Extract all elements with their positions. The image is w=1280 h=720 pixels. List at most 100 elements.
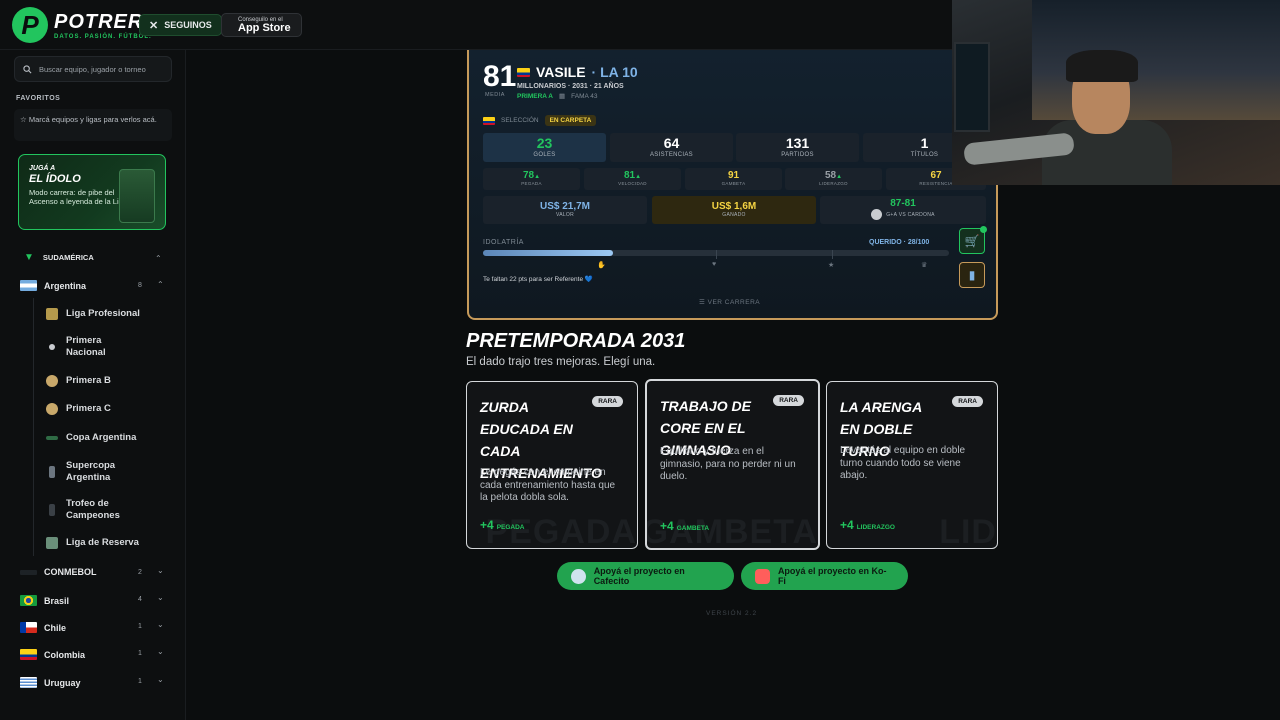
colombia-flag-icon bbox=[517, 67, 530, 77]
cart-icon: 🛒 bbox=[964, 234, 980, 248]
card-title: LA ARENGA EN DOBLE TURNO bbox=[840, 399, 922, 459]
sidebar-item-league[interactable]: Copa Argentina bbox=[46, 432, 136, 444]
brasil-flag-icon bbox=[20, 595, 37, 606]
player-card-icon bbox=[119, 169, 155, 223]
pin-icon: ▼ bbox=[24, 252, 34, 263]
selection-row: SELECCIÓN EN CARPETA bbox=[483, 115, 597, 126]
tree-line bbox=[33, 298, 34, 556]
money-value: US$ 1,6M bbox=[711, 201, 757, 212]
attr-label: RESISTENCIA bbox=[919, 181, 953, 186]
attr-value: 58 bbox=[824, 170, 837, 181]
chevron-down-icon[interactable]: ⌄ bbox=[157, 675, 164, 684]
chevron-down-icon[interactable]: ⌄ bbox=[157, 593, 164, 602]
search-box[interactable] bbox=[14, 56, 172, 82]
sidebar-item-league[interactable]: Liga Profesional bbox=[46, 308, 140, 320]
version-text: VERSIÓN 2.2 bbox=[706, 610, 758, 617]
attr-value: 67 bbox=[930, 170, 942, 181]
league-label: Liga de Reserva bbox=[66, 537, 139, 548]
view-career-label: VER CARRERA bbox=[707, 299, 761, 306]
chevron-up-icon[interactable]: ⌃ bbox=[157, 280, 164, 289]
arrow-up-icon: ▲ bbox=[534, 174, 541, 180]
country-label: Argentina bbox=[44, 280, 87, 291]
stat-assists: 64 ASISTENCIAS bbox=[610, 133, 733, 162]
sidebar-item-league[interactable]: Primera Nacional bbox=[46, 335, 136, 359]
league-name: PRIMERA A bbox=[517, 92, 553, 100]
favorites-title: FAVORITOS bbox=[16, 95, 61, 102]
card-description: Equilibrio y fuerza en el gimnasio, para… bbox=[660, 446, 796, 482]
league-label: Copa Argentina bbox=[66, 432, 137, 443]
league-icon bbox=[46, 308, 58, 320]
sidebar-item-uruguay[interactable]: Uruguay bbox=[20, 677, 81, 688]
sidebar-item-chile[interactable]: Chile bbox=[20, 622, 66, 633]
chevron-down-icon[interactable]: ⌄ bbox=[157, 620, 164, 629]
sidebar-item-conmebol[interactable]: CONMEBOL bbox=[20, 567, 97, 577]
view-career-link[interactable]: ☰ VER CARRERA bbox=[699, 298, 760, 306]
country-count: 2 bbox=[138, 569, 142, 576]
card-watermark: LID bbox=[939, 513, 997, 549]
player-card: 81 MEDIA VASILE · LA 10 MILLONARIOS · 20… bbox=[467, 50, 998, 320]
list-icon: ☰ bbox=[699, 299, 706, 306]
star-icon: ▦ bbox=[559, 93, 566, 100]
sidebar-item-league[interactable]: Trofeo de Campeones bbox=[46, 498, 142, 522]
inventory-button[interactable]: ▮ bbox=[959, 262, 985, 288]
league-label: Primera B bbox=[66, 375, 111, 386]
idolo-promo-banner[interactable]: JUGÁ A EL ÍDOLO Modo carrera: de pibe de… bbox=[18, 154, 166, 230]
webcam-monitor bbox=[954, 42, 990, 132]
app-store-button[interactable]: Conseguilo en el App Store bbox=[221, 13, 302, 37]
card-watermark: PEGADA bbox=[485, 513, 637, 549]
arrow-up-icon: ▲ bbox=[836, 174, 843, 180]
star-icon: ☆ bbox=[20, 115, 27, 124]
sidebar-item-league[interactable]: Primera B bbox=[46, 375, 111, 387]
bonus-value: +4 bbox=[840, 518, 854, 532]
sidebar-item-argentina[interactable]: Argentina bbox=[20, 280, 86, 291]
search-input[interactable] bbox=[39, 64, 167, 74]
chevron-down-icon[interactable]: ⌄ bbox=[157, 647, 164, 656]
bonus-value: +4 bbox=[660, 519, 674, 533]
backpack-icon: ▮ bbox=[968, 268, 976, 282]
upgrade-card-liderazgo[interactable]: LID LA ARENGA EN DOBLE TURNO RARA Levant… bbox=[826, 381, 998, 549]
country-label: Brasil bbox=[44, 595, 70, 606]
sidebar-item-league[interactable]: Liga de Reserva bbox=[46, 537, 139, 549]
card-description: Le pegás con el empeine en cada entrenam… bbox=[480, 467, 616, 503]
fame-value: FAMA 43 bbox=[571, 92, 598, 100]
logo-tagline: DATOS. PASIÓN. FÚTBOL. bbox=[54, 33, 152, 40]
league-icon bbox=[49, 466, 55, 478]
idolatry-label: IDOLATRÍA bbox=[483, 239, 524, 246]
upgrade-card-gambeta[interactable]: GAMBETA TRABAJO DE CORE EN EL GIMNASIO R… bbox=[645, 379, 820, 550]
stat-value: 1 bbox=[920, 135, 929, 151]
sidebar-item-league[interactable]: Supercopa Argentina bbox=[46, 460, 142, 484]
region-sudamerica[interactable]: ▼ SUDAMÉRICA bbox=[24, 252, 94, 263]
upgrade-card-pegada[interactable]: PEGADA ZURDA EDUCADA EN CADA ENTRENAMIEN… bbox=[466, 381, 638, 549]
sidebar-item-league[interactable]: Primera C bbox=[46, 403, 111, 415]
stat-value: 64 bbox=[663, 135, 680, 151]
chevron-up-icon[interactable]: ⌃ bbox=[155, 254, 162, 263]
logo[interactable]: P POTRERO DATOS. PASIÓN. FÚTBOL. bbox=[12, 7, 160, 43]
attr-label: VELOCIDAD bbox=[618, 181, 647, 186]
star-icon: ★ bbox=[828, 262, 835, 269]
country-label: Uruguay bbox=[44, 677, 81, 688]
crown-icon: ♛ bbox=[921, 262, 928, 269]
preseason-subtitle: El dado trajo tres mejoras. Elegí una. bbox=[466, 356, 656, 368]
follow-button[interactable]: ✕ SEGUINOS bbox=[139, 14, 222, 36]
stat-value: 131 bbox=[785, 135, 810, 151]
league-icon bbox=[49, 504, 55, 516]
league-icon bbox=[46, 537, 58, 549]
cafecito-button[interactable]: Apoyá el proyecto en Cafecito bbox=[557, 562, 734, 590]
league-line: PRIMERA A ▦ FAMA 43 bbox=[517, 92, 598, 101]
sidebar-item-brasil[interactable]: Brasil bbox=[20, 595, 69, 606]
player-name: VASILE bbox=[536, 64, 586, 80]
league-icon bbox=[46, 403, 58, 415]
kofi-icon bbox=[755, 568, 770, 584]
rarity-badge: RARA bbox=[592, 396, 623, 407]
store-small-text: Conseguilo en el bbox=[238, 16, 283, 23]
sidebar-item-colombia[interactable]: Colombia bbox=[20, 649, 85, 660]
league-icon bbox=[46, 436, 58, 440]
uruguay-flag-icon bbox=[20, 677, 37, 688]
card-title: ZURDA EDUCADA EN CADA ENTRENAMIENTO bbox=[480, 399, 602, 481]
stat-label: GOLES bbox=[533, 152, 556, 158]
chevron-down-icon[interactable]: ⌄ bbox=[157, 566, 164, 575]
card-description: Levantás al equipo en doble turno cuando… bbox=[840, 445, 966, 481]
conmebol-icon bbox=[20, 569, 37, 575]
region-label: SUDAMÉRICA bbox=[42, 253, 94, 262]
kofi-button[interactable]: Apoyá el proyecto en Ko-Fi bbox=[741, 562, 908, 590]
